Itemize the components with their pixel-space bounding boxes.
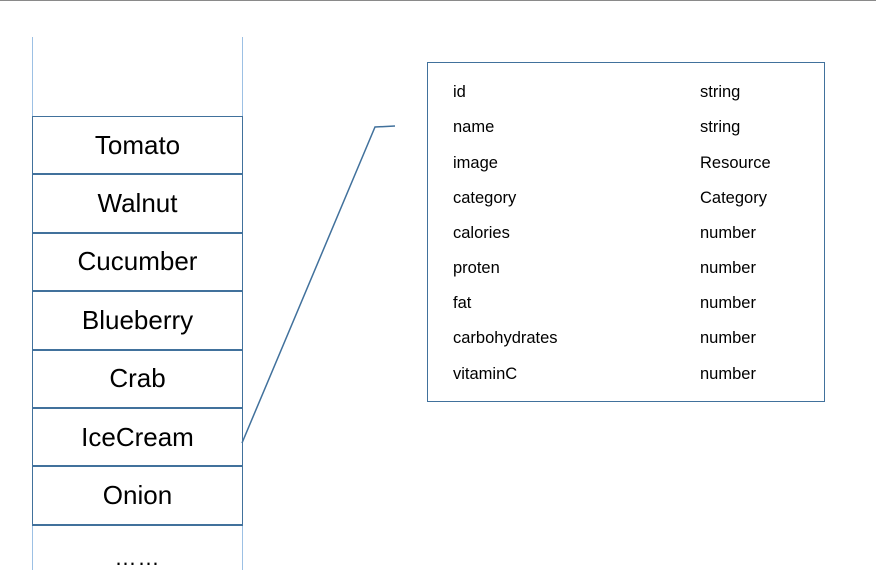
field-row-id: id string [428, 83, 824, 105]
field-type: number [700, 259, 756, 277]
field-row-carbohydrates: carbohydrates number [428, 329, 824, 351]
field-type: number [700, 365, 756, 383]
field-name: carbohydrates [453, 329, 558, 347]
field-type: string [700, 83, 741, 101]
field-name: proten [453, 259, 500, 277]
item-detail-box: id string name string image Resource cat… [427, 62, 825, 402]
food-list: Tomato Walnut Cucumber Blueberry Crab Ic… [32, 116, 243, 526]
field-name: fat [453, 294, 472, 312]
list-item-tomato: Tomato [32, 116, 243, 176]
field-name: vitaminC [453, 365, 518, 383]
field-type: Resource [700, 154, 771, 172]
list-item-crab: Crab [32, 349, 243, 409]
top-border-line [0, 0, 876, 1]
list-item-walnut: Walnut [32, 174, 243, 234]
list-item-icecream: IceCream [32, 407, 243, 468]
field-name: calories [453, 224, 510, 242]
field-name: image [453, 154, 498, 172]
field-type: Category [700, 189, 767, 207]
list-item-blueberry: Blueberry [32, 291, 243, 351]
field-row-name: name string [428, 118, 824, 140]
field-row-image: image Resource [428, 154, 824, 176]
field-row-vitaminc: vitaminC number [428, 365, 824, 387]
list-more-ellipsis: …… [114, 545, 161, 570]
field-type: number [700, 224, 756, 242]
list-item-onion: Onion [32, 466, 243, 526]
field-name: id [453, 83, 466, 101]
list-item-cucumber: Cucumber [32, 232, 243, 293]
field-type: number [700, 294, 756, 312]
field-row-category: category Category [428, 189, 824, 211]
field-type: number [700, 329, 756, 347]
field-name: name [453, 118, 495, 136]
field-row-fat: fat number [428, 294, 824, 316]
field-name: category [453, 189, 517, 207]
field-type: string [700, 118, 741, 136]
field-row-proten: proten number [428, 259, 824, 281]
field-row-calories: calories number [428, 224, 824, 246]
